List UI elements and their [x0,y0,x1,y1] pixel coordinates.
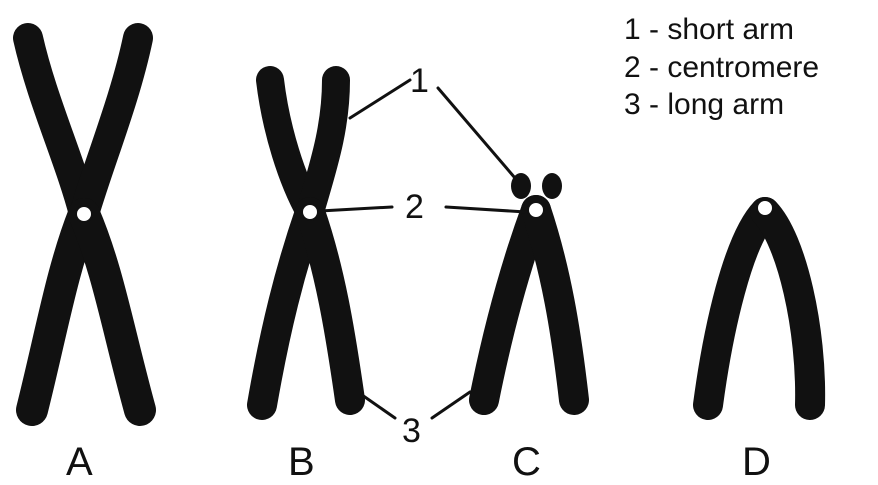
leader-long-arm-c [432,392,470,418]
centromere-c [528,202,544,218]
chromosome-d [708,200,810,405]
chromosome-b [262,80,350,405]
centromere-d [757,200,773,216]
chromosome-a [28,38,140,410]
caption-c: C [512,440,541,484]
legend-item-short-arm: 1 - short arm [624,13,794,46]
leader-short-arm-c [438,88,515,178]
centromere-b [302,204,318,220]
caption-d: D [742,440,771,484]
leader-centromere-c [446,207,526,212]
callout-2: 2 [405,188,424,226]
legend-item-centromere: 2 - centromere [624,51,819,84]
caption-a: A [66,440,93,484]
legend-item-long-arm: 3 - long arm [624,88,784,121]
caption-b: B [288,440,315,484]
callout-1: 1 [410,62,429,100]
leader-long-arm-b [362,395,395,418]
short-arm-c-right [542,173,562,199]
chromosome-c [484,173,574,400]
legend: 1 - short arm 2 - centromere 3 - long ar… [624,13,819,121]
centromere-a [76,206,92,222]
leader-centromere-b [320,207,392,211]
leader-short-arm-b [350,80,410,118]
callout-3: 3 [402,412,421,450]
